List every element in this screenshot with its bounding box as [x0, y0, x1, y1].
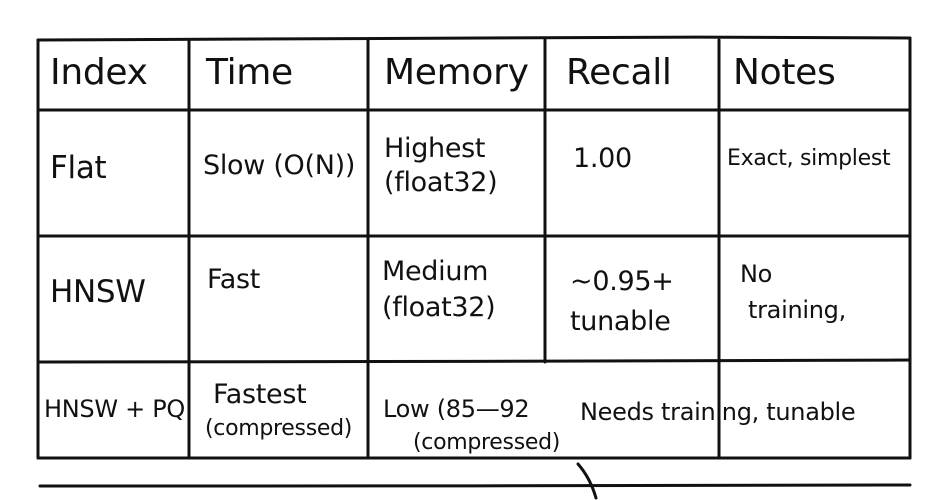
- row-hnsw-memory: Medium (float32): [382, 254, 496, 326]
- grid-line-row1-bottom: [36, 233, 912, 239]
- grid-line-row2-bottom: [36, 358, 912, 364]
- row-flat-memory-line2: (float32): [384, 167, 498, 198]
- row-hnsw-pq-memory-line2: (compressed): [413, 430, 561, 455]
- row-hnsw-pq-time-line1: Fastest: [213, 379, 307, 410]
- row-flat-index: Flat: [50, 150, 107, 186]
- row-flat-time: Slow (O(N)): [203, 150, 356, 181]
- row-hnsw-pq-time-line2: (compressed): [205, 416, 353, 441]
- row-hnsw-recall: ~0.95+ tunable: [570, 262, 674, 342]
- row-hnsw-pq-memory: Low (85—92 (compressed): [383, 392, 560, 460]
- row-hnsw-memory-line2: (float32): [382, 292, 496, 323]
- row-hnsw-notes-line2: training,: [748, 296, 846, 324]
- header-time: Time: [206, 52, 293, 93]
- row-hnsw-pq-recall-notes: Needs training, tunable: [580, 398, 856, 426]
- header-notes: Notes: [733, 52, 836, 93]
- grid-line-header-bottom: [36, 107, 912, 113]
- grid-line-col2: [366, 38, 370, 460]
- row-hnsw-time: Fast: [207, 264, 261, 295]
- row-hnsw-notes: No training,: [740, 256, 846, 328]
- grid-line-extra-bottom: [38, 483, 912, 489]
- row-hnsw-recall-line2: tunable: [570, 306, 671, 337]
- grid-line-col3: [543, 38, 547, 364]
- row-hnsw-notes-line1: No: [740, 260, 773, 288]
- grid-line-right: [908, 36, 912, 460]
- row-flat-notes: Exact, simplest: [727, 146, 891, 171]
- grid-line-col1: [187, 38, 191, 460]
- grid-line-table-bottom: [36, 455, 912, 461]
- row-hnsw-pq-memory-line1: Low (85—92: [383, 395, 530, 423]
- stray-pen-stroke: [576, 462, 598, 500]
- grid-line-col4: [717, 38, 721, 460]
- row-flat-memory: Highest (float32): [384, 132, 498, 200]
- grid-line-left: [36, 38, 40, 460]
- row-hnsw-memory-line1: Medium: [382, 256, 489, 287]
- row-flat-memory-line1: Highest: [384, 133, 486, 164]
- row-flat-recall: 1.00: [573, 143, 632, 174]
- header-memory: Memory: [384, 52, 529, 93]
- row-hnsw-recall-line1: ~0.95+: [570, 266, 674, 297]
- grid-line-top: [36, 35, 912, 42]
- row-hnsw-pq-time: Fastest (compressed): [205, 378, 352, 446]
- row-hnsw-index: HNSW: [50, 274, 146, 310]
- header-recall: Recall: [566, 52, 672, 93]
- header-index: Index: [50, 52, 148, 93]
- row-hnsw-pq-index: HNSW + PQ: [44, 395, 185, 423]
